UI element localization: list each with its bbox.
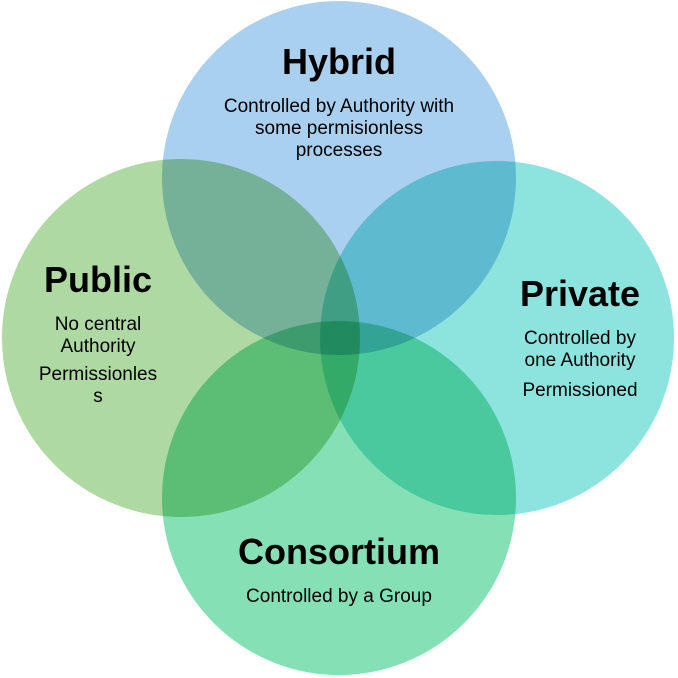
hybrid-desc-line-1: Controlled by Authority with — [223, 96, 455, 117]
public-extra-line-1: Permissionles — [38, 364, 158, 385]
public-desc-line-2: Authority — [60, 336, 136, 357]
private-title: Private — [519, 273, 641, 314]
hybrid-desc-line-2: some permisionless — [255, 118, 423, 139]
consortium-title: Consortium — [238, 531, 440, 572]
public-label-group: Public No central Authority Permissionle… — [13, 260, 183, 408]
private-desc-line-1: Controlled by — [524, 328, 636, 349]
public-desc-line-1: No central — [54, 314, 142, 335]
private-desc-line-2: one Authority — [524, 350, 636, 371]
private-label-group: Private Controlled by one Authority Perm… — [495, 274, 665, 402]
consortium-circle — [160, 319, 518, 677]
public-title: Public — [43, 259, 153, 300]
private-extra-line-1: Permissioned — [522, 380, 638, 401]
consortium-desc-line-1: Controlled by a Group — [246, 586, 432, 607]
hybrid-label-group: Hybrid Controlled by Authority with some… — [189, 42, 489, 162]
hybrid-desc-line-3: processes — [295, 140, 383, 161]
hybrid-title: Hybrid — [281, 41, 396, 82]
public-extra-line-2: s — [93, 386, 103, 407]
consortium-label-group: Consortium Controlled by a Group — [189, 532, 489, 608]
